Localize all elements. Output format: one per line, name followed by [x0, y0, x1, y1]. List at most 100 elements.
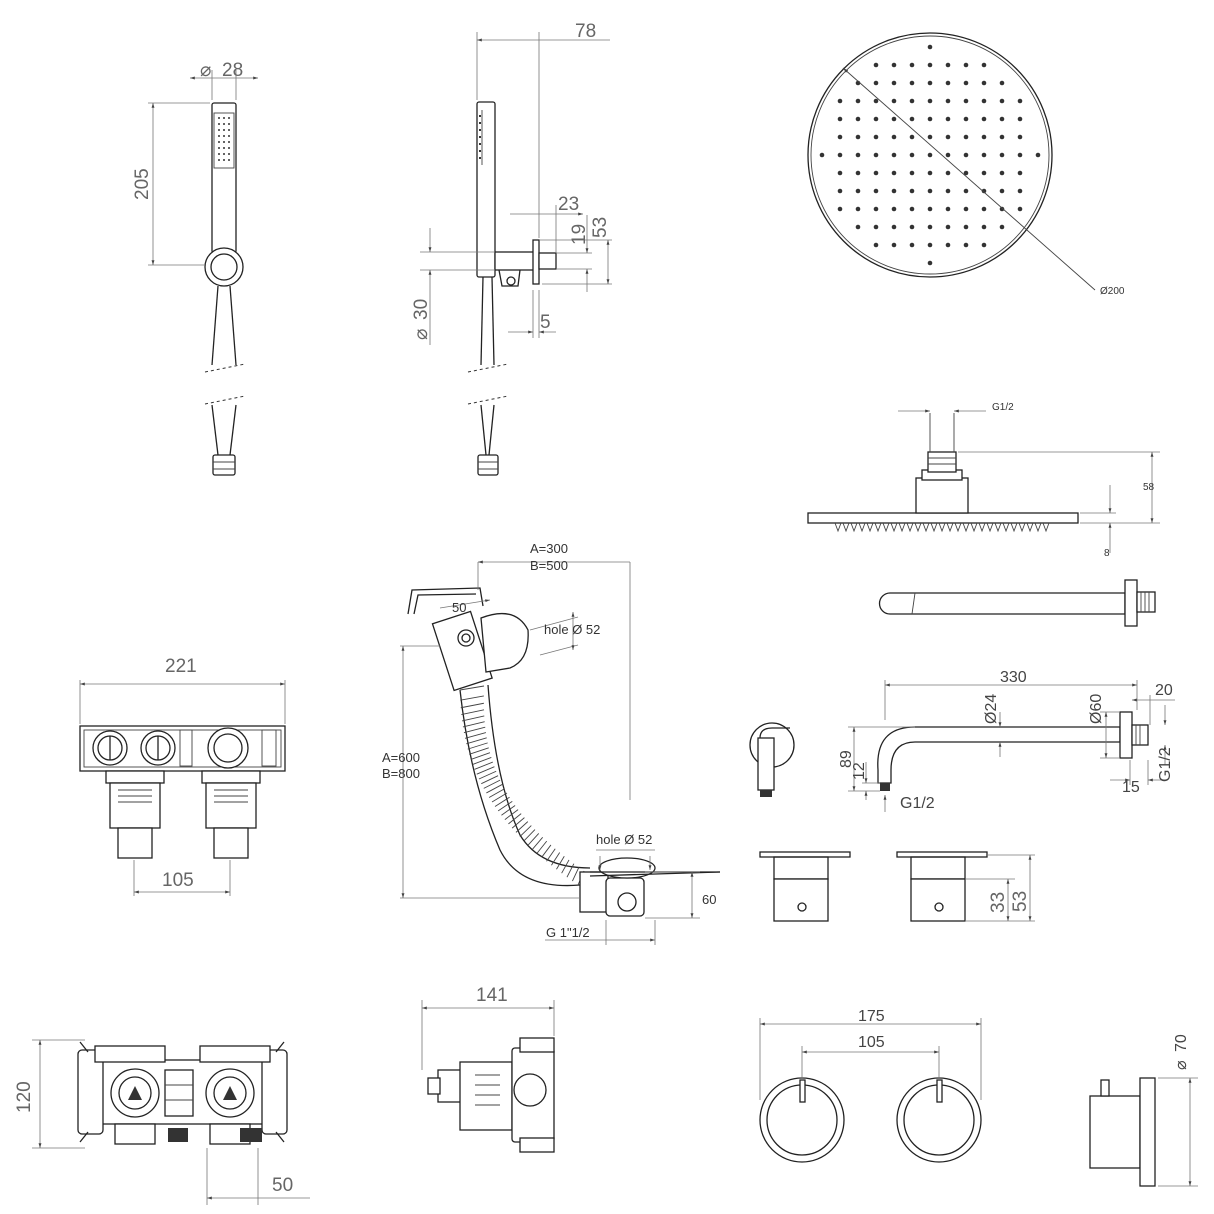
- plates-front-view: 175 105: [759, 1008, 982, 1163]
- nozzle-dot: [999, 170, 1005, 176]
- nozzle-dot: [837, 152, 843, 158]
- nozzle-tooth: [1002, 522, 1010, 533]
- nozzle-dot: [1017, 98, 1023, 104]
- nozzle-dot: [891, 188, 897, 194]
- dim-50-valve: 50: [272, 1175, 293, 1196]
- thread-g12-arm: G1/2: [900, 795, 935, 812]
- nozzle-dot: [837, 116, 843, 122]
- dim-b500: B=500: [530, 558, 568, 573]
- nozzle-dot: [981, 98, 987, 104]
- hose-rib: [546, 848, 556, 862]
- hose-rib: [472, 757, 492, 765]
- nozzle-dot: [837, 134, 843, 140]
- nozzle-dot: [873, 116, 879, 122]
- thread-g12-head: G1/2: [992, 402, 1014, 413]
- nozzle-tooth: [834, 522, 842, 533]
- nozzle-tooth: [842, 522, 850, 533]
- hose-rib: [566, 863, 575, 878]
- hose-rib: [541, 844, 552, 858]
- nozzle-dot: [945, 170, 951, 176]
- hose-rib: [474, 761, 493, 770]
- nozzle-tooth: [922, 522, 930, 533]
- thread-g12-wall: G1/2: [1157, 747, 1174, 782]
- nozzle-tooth: [994, 522, 1002, 533]
- thread-g1-1-2: G 1"1/2: [546, 925, 590, 940]
- nozzle-dot: [927, 170, 933, 176]
- dim-33: 33: [988, 892, 1009, 913]
- hose-rib: [488, 788, 505, 798]
- nozzle-dot: [999, 80, 1005, 86]
- nozzle-tooth: [866, 522, 874, 533]
- nozzle-dot: [927, 62, 933, 68]
- nozzle-dot: [981, 152, 987, 158]
- svg-text:⌀: ⌀: [411, 329, 432, 340]
- nozzle-dot: [891, 62, 897, 68]
- nozzle-dot: [963, 206, 969, 212]
- nozzle-dot: [873, 224, 879, 230]
- nozzle-dot: [963, 242, 969, 248]
- dim-height-205: 205: [132, 168, 153, 200]
- nozzle-dot: [873, 134, 879, 140]
- hose-rib: [470, 752, 491, 760]
- nozzle-dot: [909, 242, 915, 248]
- svg-text:⌀: ⌀: [200, 60, 211, 81]
- nozzle-tooth: [1026, 522, 1034, 533]
- nozzle-dot: [1017, 116, 1023, 122]
- nozzle-dot: [981, 242, 987, 248]
- nozzle-tooth: [906, 522, 914, 533]
- nozzle-tooth: [858, 522, 866, 533]
- nozzle-tooth: [978, 522, 986, 533]
- hose-rib: [486, 784, 503, 794]
- nozzle-dot: [999, 152, 1005, 158]
- nozzle-dot: [999, 224, 1005, 230]
- dim-330: 330: [1000, 669, 1027, 686]
- hose-rib: [572, 867, 580, 882]
- nozzle-dot: [873, 80, 879, 86]
- nozzle-dot: [963, 152, 969, 158]
- valve-side-view: 141: [421, 985, 555, 1153]
- nozzle-dot: [999, 98, 1005, 104]
- hose-rib: [461, 709, 485, 715]
- nozzle-dot: [927, 188, 933, 194]
- nozzle-dot: [891, 116, 897, 122]
- nozzle-dot: [945, 116, 951, 122]
- dim-15: 15: [1122, 779, 1140, 796]
- nozzle-dot: [999, 116, 1005, 122]
- nozzle-dot: [909, 206, 915, 212]
- dim-89: 89: [838, 750, 855, 768]
- dim-23: 23: [558, 194, 579, 215]
- nozzle-dot: [855, 134, 861, 140]
- hose-rib: [508, 813, 522, 825]
- nozzle-tooth: [986, 522, 994, 533]
- nozzle-dot: [909, 116, 915, 122]
- nozzle-dot: [873, 170, 879, 176]
- hose-rib: [519, 825, 532, 837]
- svg-text:⌀: ⌀: [1173, 1060, 1190, 1070]
- nozzle-dot: [891, 242, 897, 248]
- hose-rib: [462, 721, 485, 728]
- nozzle-dot: [873, 98, 879, 104]
- dim-105-valve: 105: [162, 870, 194, 891]
- nozzle-dot: [855, 206, 861, 212]
- nozzle-dot: [999, 134, 1005, 140]
- nozzle-dot: [963, 80, 969, 86]
- nozzle-dot: [873, 152, 879, 158]
- hose-rib: [481, 775, 499, 785]
- nozzle-dot: [855, 116, 861, 122]
- nozzle-dot: [945, 152, 951, 158]
- nozzle-dot: [981, 188, 987, 194]
- nozzle-dot: [963, 224, 969, 230]
- nozzle-dot: [963, 116, 969, 122]
- dim-b800: B=800: [382, 766, 420, 781]
- dim-dia-70: 70: [1173, 1034, 1190, 1052]
- dim-53: 53: [590, 217, 611, 238]
- nozzle-dot: [927, 98, 933, 104]
- hole-52-top: hole Ø 52: [544, 622, 600, 637]
- nozzle-dot: [873, 62, 879, 68]
- handshower-side-view: 78 23 19 53 ⌀ 30 5: [411, 21, 612, 476]
- nozzle-tooth: [914, 522, 922, 533]
- nozzle-tooth: [1034, 522, 1042, 533]
- nozzle-dot: [909, 134, 915, 140]
- nozzle-dot: [1017, 188, 1023, 194]
